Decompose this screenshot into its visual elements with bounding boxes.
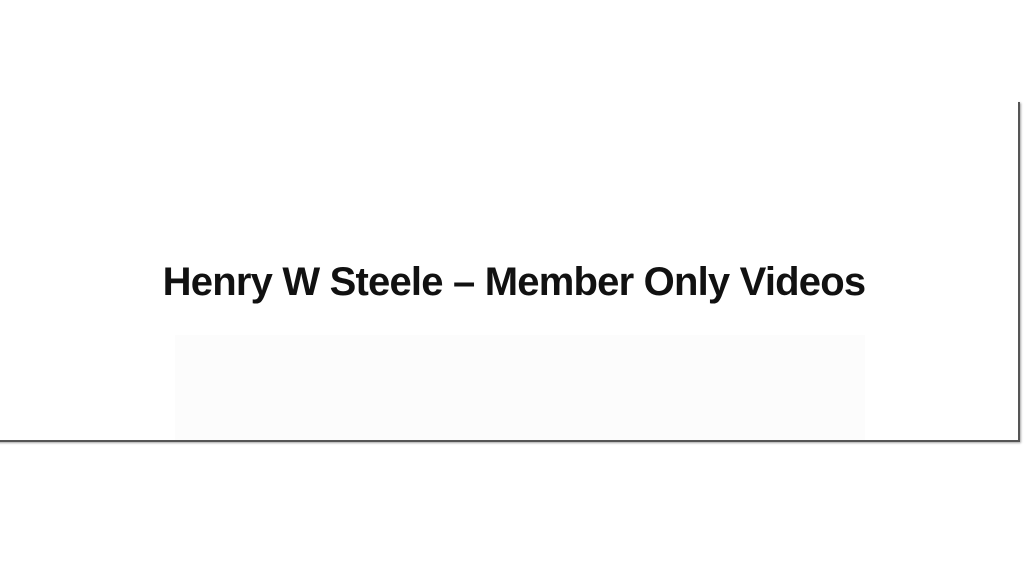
title-card: Henry W Steele – Member Only Videos (0, 100, 1018, 440)
faint-background-block (175, 335, 865, 440)
banner-title: Henry W Steele – Member Only Videos (162, 260, 866, 304)
